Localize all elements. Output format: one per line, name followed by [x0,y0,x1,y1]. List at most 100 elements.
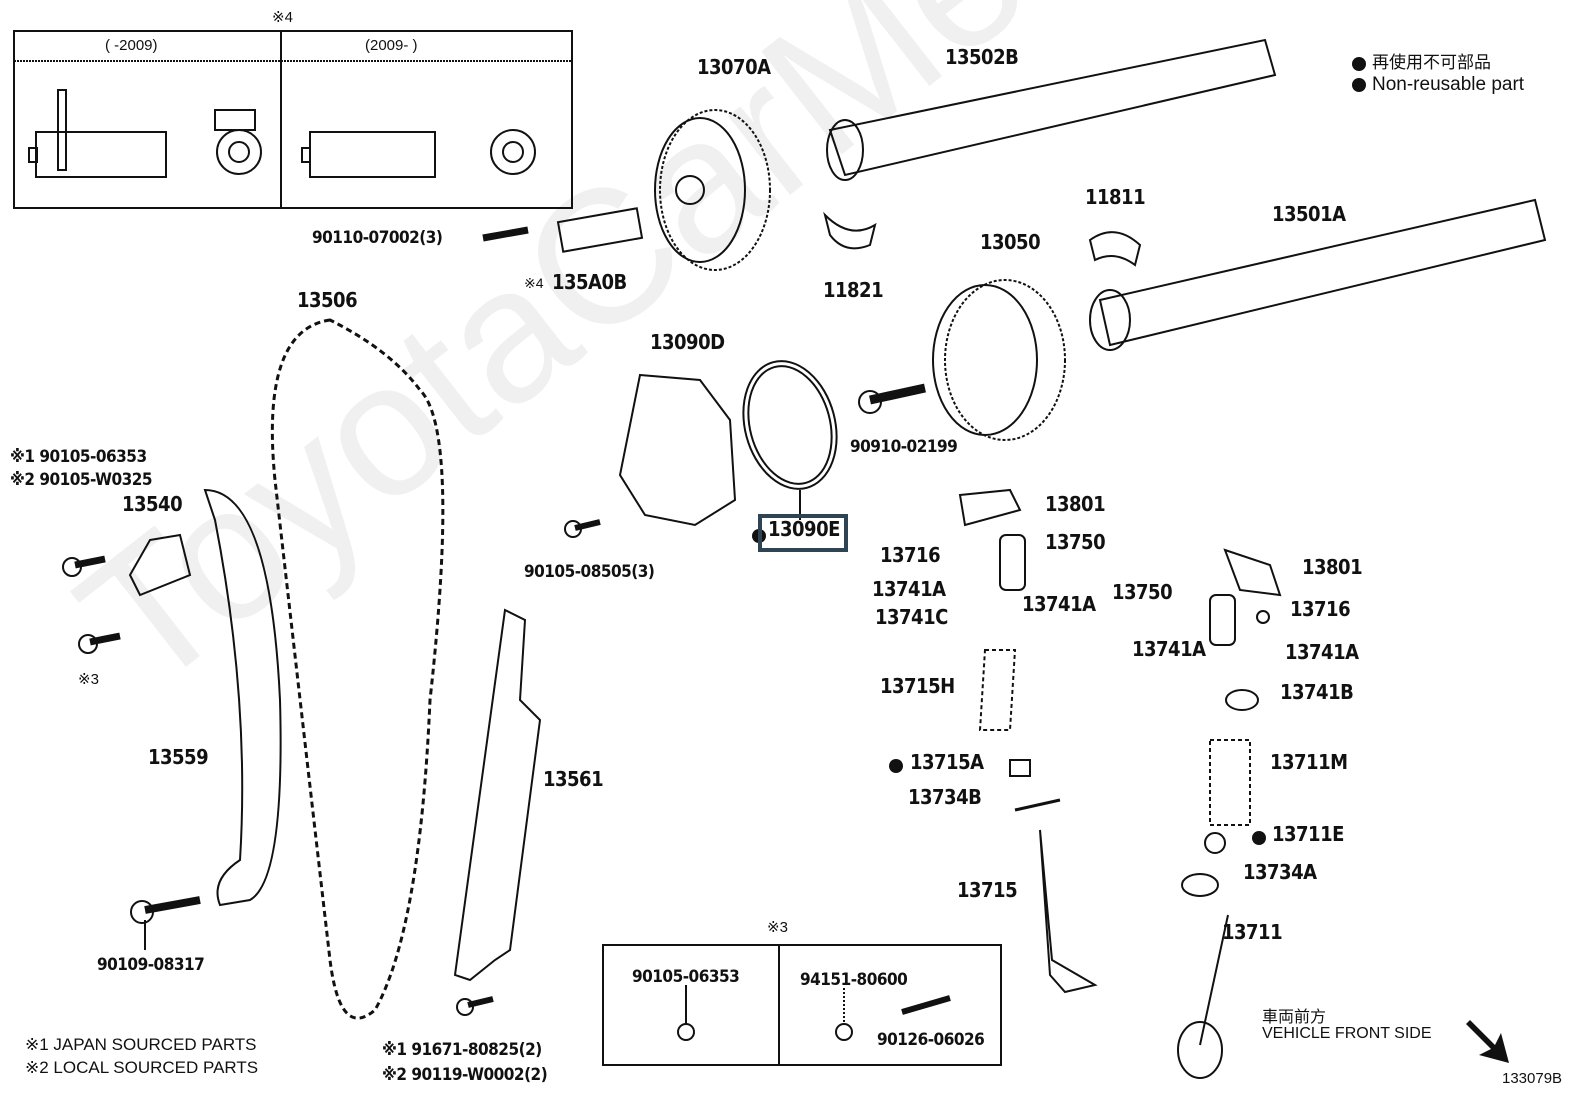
cam-sprocket-13050 [932,279,1066,441]
part-label[interactable]: 94151-80600 [800,970,908,990]
part-label[interactable]: 13559 [148,745,209,769]
part-label[interactable]: ※1 90105-06353 [10,447,147,467]
chain-guide-13561 [453,608,542,982]
inset-4-marker: ※4 [272,9,293,26]
part-label[interactable]: 135A0B [552,270,627,294]
part-label[interactable]: 13741C [875,605,948,629]
bearing-11811 [1088,231,1142,267]
part-label[interactable]: ※2 90119-W0002(2) [382,1065,548,1085]
part-label[interactable]: 13801 [1045,492,1106,516]
part-label[interactable]: 13715A [910,750,984,774]
direction-jp: 車両前方 [1262,1009,1327,1026]
bolt-3 [89,632,121,646]
part-label[interactable]: 13502B [945,45,1019,69]
tensioner-13540 [128,533,192,597]
inset-4-col-right: (2009- ) [365,37,418,54]
part-label[interactable]: 13711M [1270,750,1348,774]
highlighted-part-label[interactable]: 13090E [768,517,840,541]
part-marker: ※3 [78,671,99,688]
part-label[interactable]: 13070A [697,55,771,79]
inset-4-box [13,30,573,209]
part-label[interactable]: 13734B [908,785,982,809]
part-label[interactable]: 13561 [543,767,604,791]
ocv-old-icon [28,89,262,178]
bolt-90105-08505 [574,519,601,531]
bolt-90910 [869,383,926,405]
lash-adjuster-13750-a [999,534,1026,591]
non-reusable-dot-icon [889,759,903,773]
part-label[interactable]: 13716 [1290,597,1351,621]
part-label[interactable]: 13711 [1222,920,1283,944]
part-label[interactable]: 13090D [650,330,725,354]
part-label[interactable]: 13506 [297,288,358,312]
part-label[interactable]: 90105-08505(3) [524,562,655,582]
washer-13734a [1181,873,1219,897]
part-label[interactable]: 13741A [1285,640,1359,664]
spring-13711m [1209,739,1251,826]
ocv-new-icon [301,129,536,178]
shim-13734b [1014,798,1061,812]
bolt-90109 [144,896,201,914]
footnote-1: ※1 JAPAN SOURCED PARTS [25,1035,257,1054]
rocker-13801-b [1223,548,1282,597]
pivot-13716-b [1256,610,1270,624]
seal-13715a [1009,759,1031,777]
highlighted-part-box[interactable] [758,514,848,552]
part-label[interactable]: 13734A [1243,860,1317,884]
lash-adjuster-13750-b [1209,594,1236,646]
inset-3-marker: ※3 [767,919,788,936]
non-reusable-dot-icon [1352,77,1366,92]
seal-13711e [1204,832,1226,854]
part-label[interactable]: 11811 [1085,185,1146,209]
part-label[interactable]: 90105-06353 [632,967,740,987]
part-label[interactable]: ※2 90105-W0325 [10,470,153,490]
ocv-135a0b [556,207,644,253]
diagram-code: 133079B [1502,1070,1563,1087]
part-label[interactable]: 13716 [880,543,941,567]
valve-13711 [1177,914,1229,1079]
part-label[interactable]: 90109-08317 [97,955,205,975]
inset-3-box [602,944,1002,1066]
legend-en: Non-reusable part [1352,74,1524,96]
part-label[interactable]: 13715H [880,674,955,698]
non-reusable-dot-icon [1352,56,1366,71]
chain-guide-13559 [203,488,282,907]
footnote-2: ※2 LOCAL SOURCED PARTS [25,1058,259,1077]
cam-sprocket-13070a [654,109,771,271]
part-label[interactable]: 13540 [122,492,183,516]
valve-13715 [1039,829,1098,994]
non-reusable-dot-icon [1252,831,1266,845]
part-label[interactable]: 13501A [1272,202,1346,226]
retainer-13741b [1225,689,1259,711]
part-label[interactable]: 90910-02199 [850,437,958,457]
camshaft-13502b [826,38,1277,181]
inset-4-col-left: ( -2009) [105,37,158,54]
part-marker: ※4 [524,275,544,291]
part-label[interactable]: 13715 [957,878,1018,902]
front-arrow-icon [1466,1020,1509,1063]
bearing-11821 [823,211,877,250]
oring-13090e [742,360,838,490]
cover-13090d [618,373,737,527]
part-label[interactable]: 13741A [1132,637,1206,661]
part-label[interactable]: 13711E [1272,822,1344,846]
bolt-90110 [482,226,529,242]
legend-jp: 再使用不可部品 [1352,48,1491,73]
camshaft-13501a [1089,198,1547,351]
part-label[interactable]: ※1 91671-80825(2) [382,1040,542,1060]
part-label[interactable]: 13741A [1022,592,1096,616]
part-label[interactable]: 13050 [980,230,1041,254]
direction-en: VEHICLE FRONT SIDE [1262,1025,1432,1042]
part-label[interactable]: 13750 [1045,530,1106,554]
rocker-13801-a [958,488,1022,527]
part-label[interactable]: 13750 [1112,580,1173,604]
part-label[interactable]: 13801 [1302,555,1363,579]
part-label[interactable]: 90126-06026 [877,1030,985,1050]
part-label[interactable]: 11821 [823,278,884,302]
part-label[interactable]: 13741A [872,577,946,601]
part-label[interactable]: 90110-07002(3) [312,228,443,248]
timing-chain-13506 [270,318,445,1020]
spring-13715h [978,649,1017,731]
part-label[interactable]: 13741B [1280,680,1354,704]
